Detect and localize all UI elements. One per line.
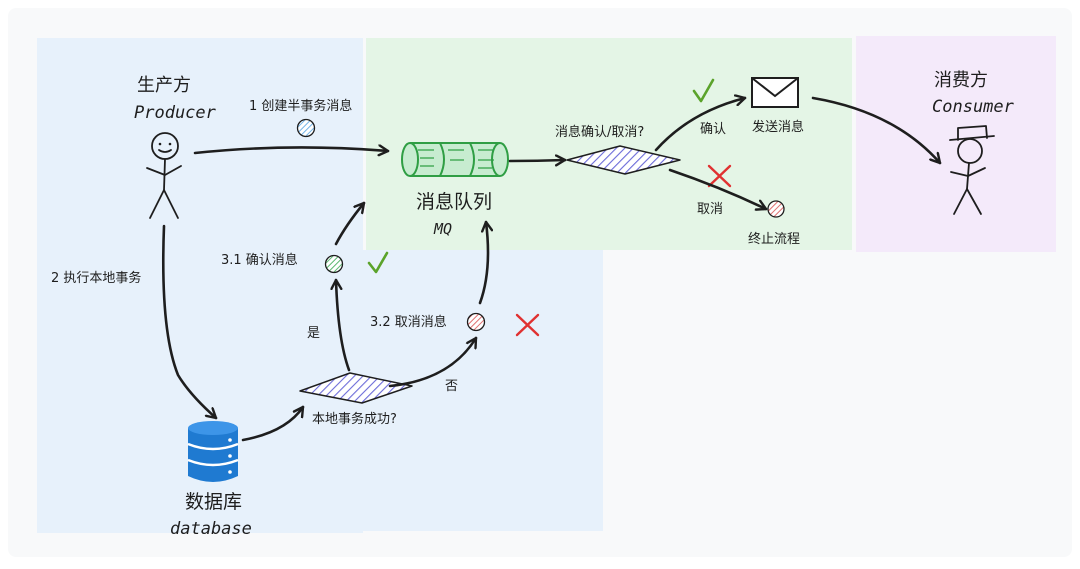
local-decision-label: 本地事务成功? xyxy=(312,411,397,427)
arrow-cancel-to-queue xyxy=(478,220,488,305)
arrow-producer-to-database xyxy=(161,224,218,420)
local-decision-diamond xyxy=(299,372,413,404)
producer-title: 生产方 xyxy=(137,75,191,96)
mq-decision-label: 消息确认/取消? xyxy=(555,124,644,140)
step-exec-local-label: 2 执行本地事务 xyxy=(51,270,141,286)
branch-confirm-label: 确认 xyxy=(700,122,726,137)
cancel-dot xyxy=(466,312,486,332)
arrow-decision-to-terminate xyxy=(668,168,768,209)
queue-title: 消息队列 xyxy=(416,191,492,213)
terminate-label: 终止流程 xyxy=(748,231,800,247)
consumer-title: 消费方 xyxy=(934,70,988,91)
send-message-label: 发送消息 xyxy=(752,119,804,135)
database-subtitle: database xyxy=(170,519,252,539)
stick-figure-icon xyxy=(146,132,182,219)
branch-cancel-label: 取消 xyxy=(697,202,723,217)
branch-yes-label: 是 xyxy=(307,326,320,341)
envelope-icon xyxy=(751,77,799,108)
arrow-producer-to-queue xyxy=(193,147,390,153)
stick-figure-hat-icon xyxy=(949,125,995,215)
producer-subtitle: Producer xyxy=(134,103,217,123)
arrow-yes-to-confirm xyxy=(336,278,351,372)
step-cancel-label: 3.2 取消消息 xyxy=(370,314,447,330)
check-icon-confirm-branch xyxy=(692,78,715,103)
check-icon-confirm-msg xyxy=(367,251,389,274)
arrow-queue-to-decision xyxy=(508,160,567,161)
arrow-send-to-consumer xyxy=(811,96,942,165)
terminate-dot xyxy=(767,200,785,218)
arrow-decision-to-send xyxy=(654,98,747,152)
consumer-zone xyxy=(856,36,1056,252)
database-icon xyxy=(187,421,239,482)
mq-decision-diamond xyxy=(566,145,681,175)
step-confirm-label: 3.1 确认消息 xyxy=(221,252,298,268)
arrow-confirm-to-queue xyxy=(334,201,366,246)
confirm-dot xyxy=(324,254,344,274)
cross-icon-cancel-branch xyxy=(707,164,732,188)
cross-icon-cancel-msg xyxy=(515,313,540,337)
arrow-no-to-cancel xyxy=(388,336,478,388)
step-create-half-label: 1 创建半事务消息 xyxy=(249,98,352,114)
consumer-subtitle: Consumer xyxy=(932,97,1015,117)
database-title: 数据库 xyxy=(185,491,242,513)
half-message-dot xyxy=(296,118,316,138)
branch-no-label: 否 xyxy=(445,379,458,394)
queue-subtitle: MQ xyxy=(433,220,452,238)
queue-cylinder-icon xyxy=(401,142,509,177)
arrow-database-to-decision xyxy=(241,405,305,442)
